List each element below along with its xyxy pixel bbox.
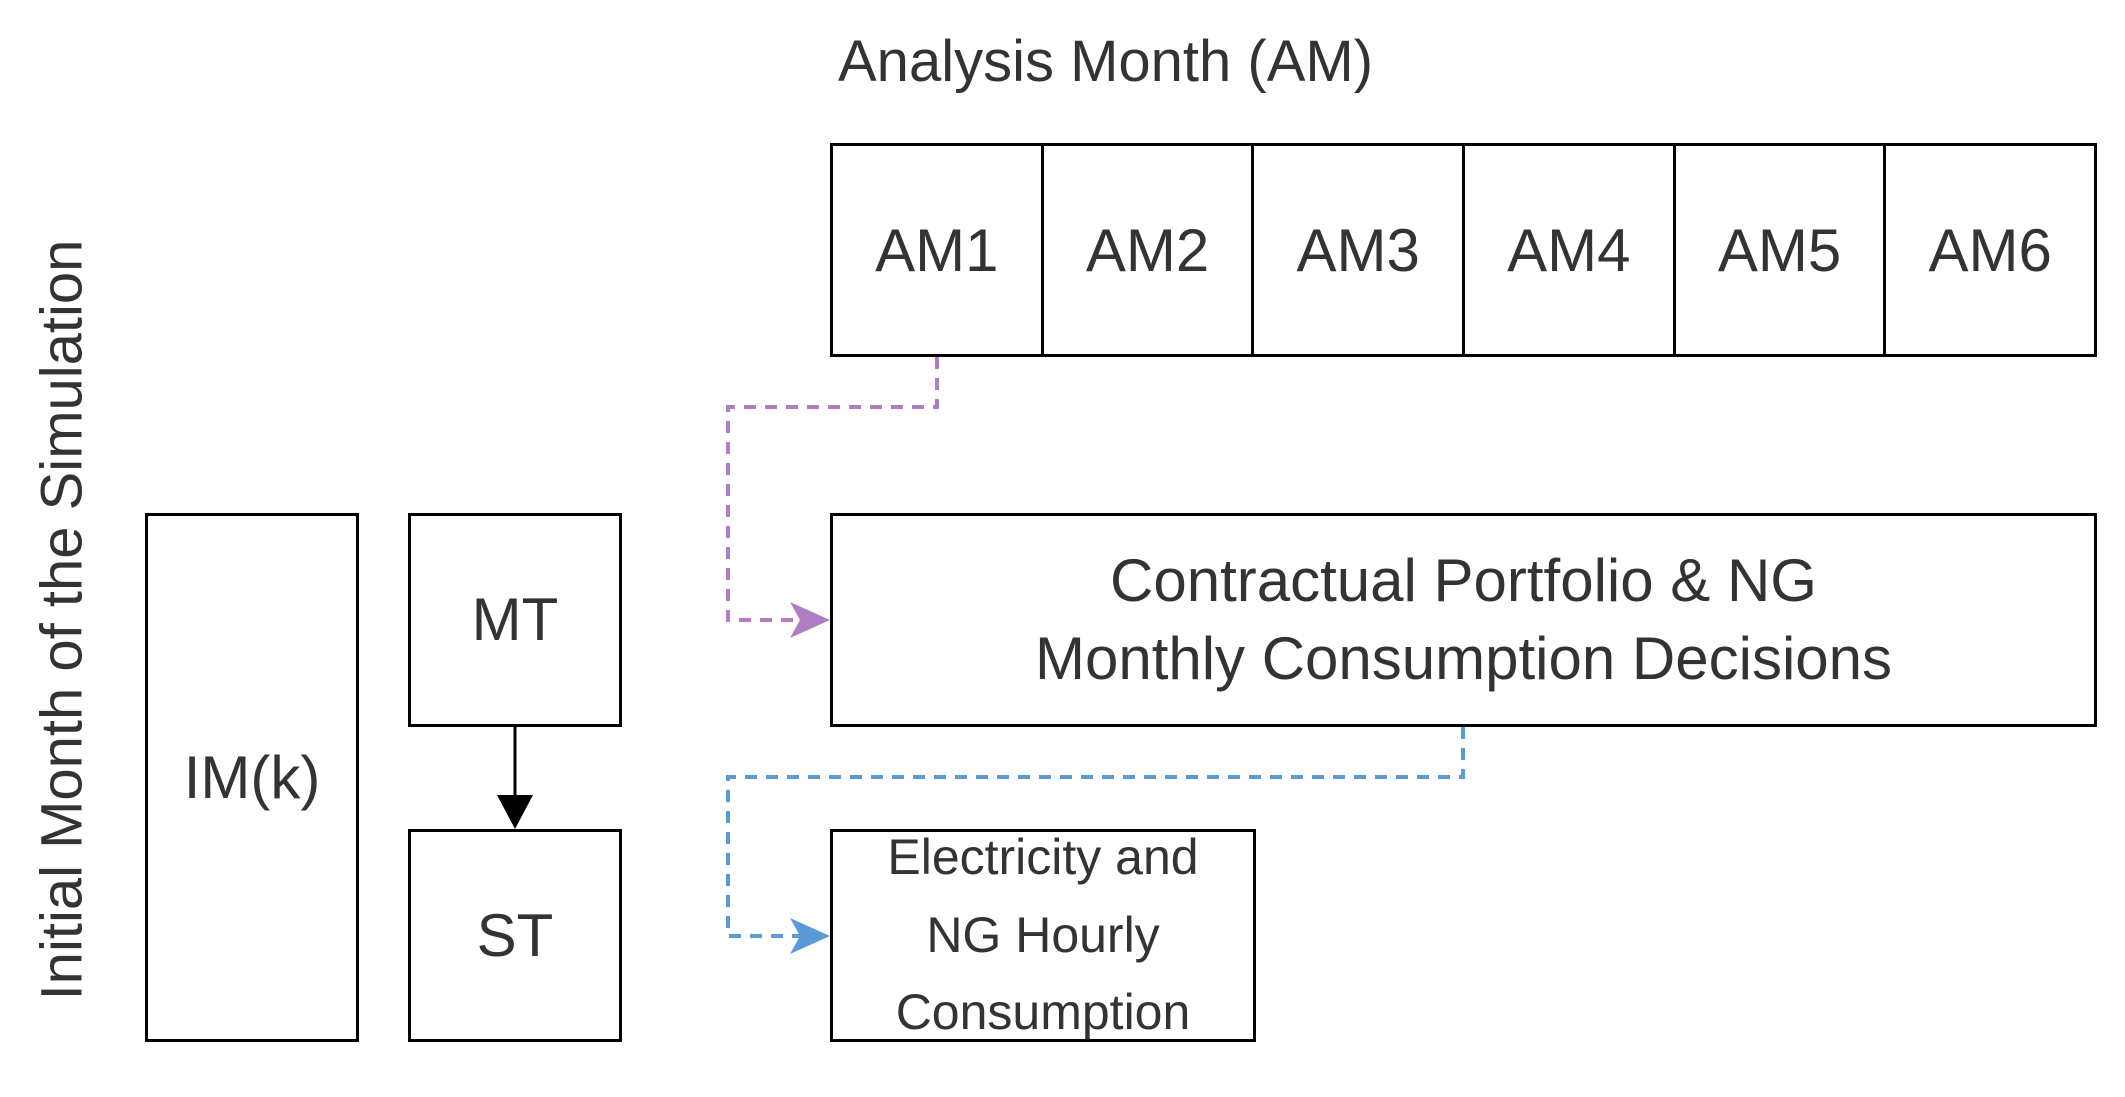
mt-to-st-arrow (497, 727, 533, 829)
am-cell-1: AM1 (833, 146, 1044, 354)
mt-box: MT (408, 513, 622, 727)
am-cell-6: AM6 (1928, 216, 2052, 284)
hourly-consumption-box: Electricity and NG Hourly Consumption (830, 829, 1256, 1042)
analysis-month-row: AM1 AM2 AM3 AM4 AM5 AM6 (830, 143, 2097, 357)
portfolio-decisions-box: Contractual Portfolio & NG Monthly Consu… (830, 513, 2097, 727)
initial-month-title: Initial Month of the Simulation (29, 239, 95, 1001)
am-cell-4: AM4 (1465, 146, 1676, 354)
st-box: ST (408, 829, 622, 1042)
am-cell-2: AM2 (1044, 146, 1255, 354)
analysis-month-title: Analysis Month (AM) (838, 29, 1374, 94)
am-cell-5: AM5 (1676, 146, 1887, 354)
im-box: IM(k) (145, 513, 359, 1042)
am-cell-3: AM3 (1254, 146, 1466, 354)
